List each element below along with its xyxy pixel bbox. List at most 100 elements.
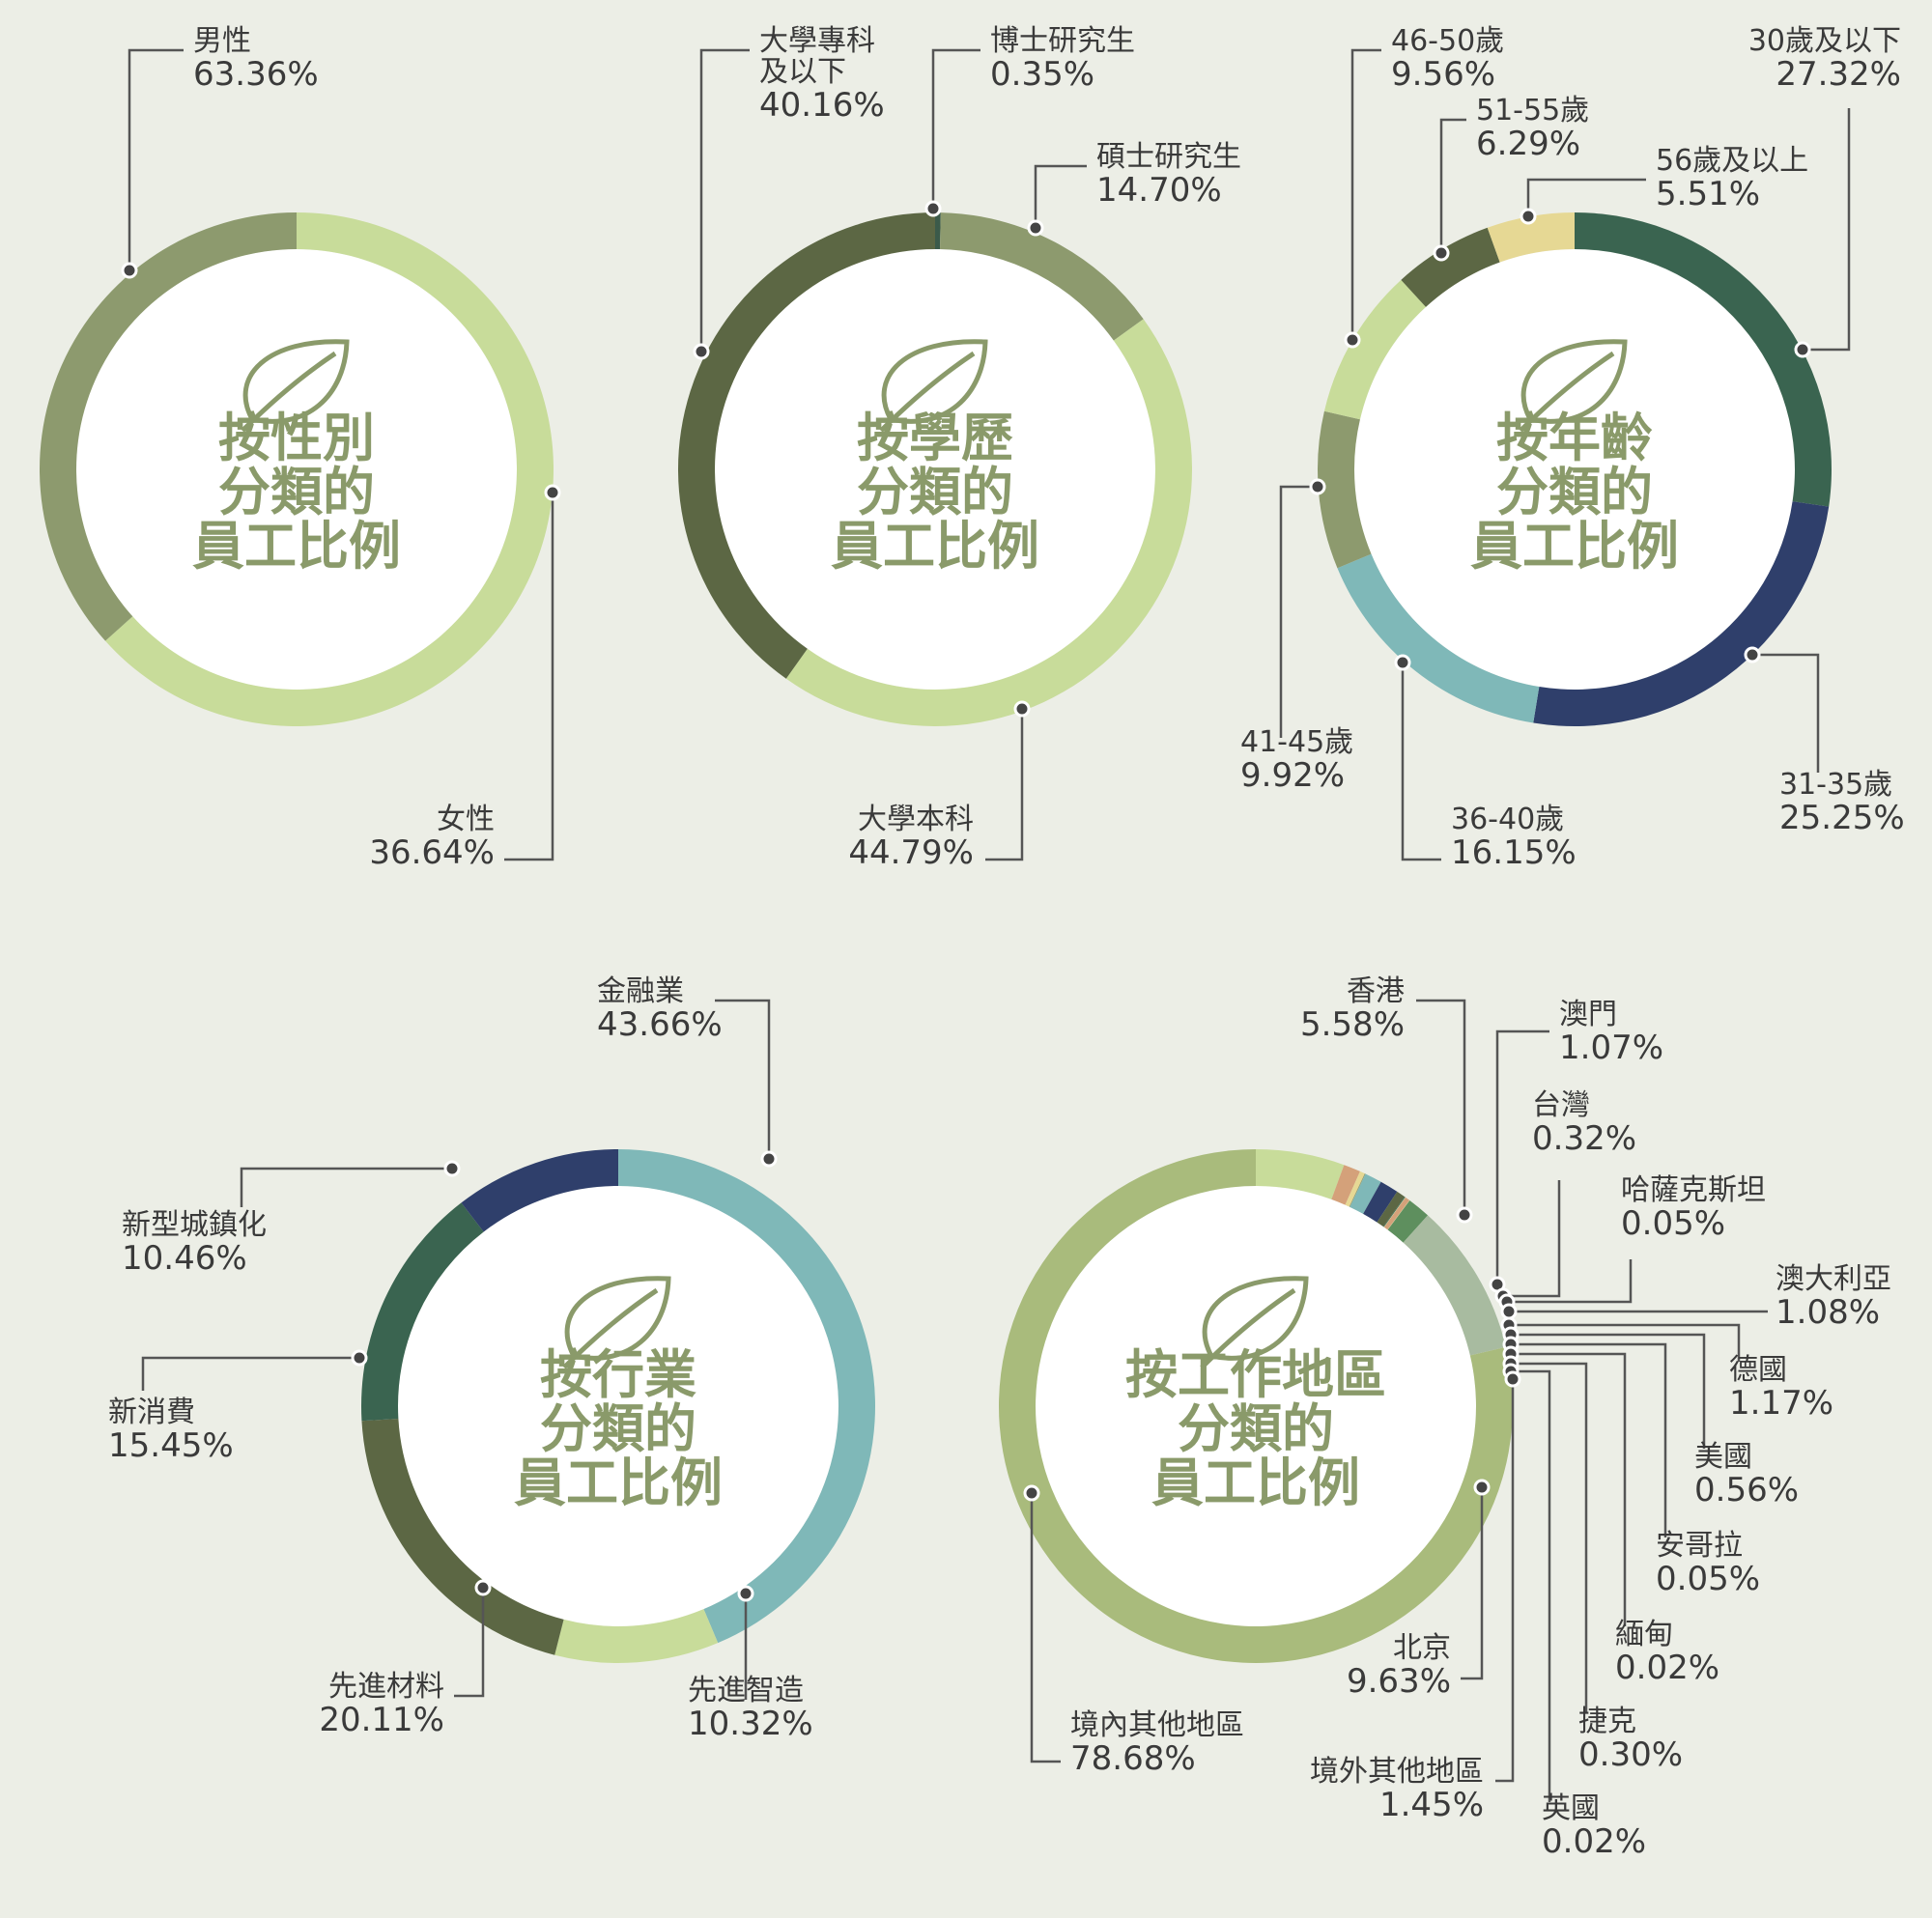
leader-dot — [351, 1349, 368, 1367]
chart-title-line: 分類的 — [857, 462, 1013, 522]
leader-dot — [1433, 244, 1450, 262]
leader-dot — [1744, 646, 1761, 663]
chart-title-line: 按年齡 — [1496, 408, 1653, 468]
slice-value-label: 1.17% — [1729, 1384, 1833, 1423]
slice-4-4 — [1350, 1173, 1381, 1214]
leader-dot — [693, 343, 710, 360]
slice-4-12 — [1403, 1215, 1506, 1356]
slice-value-label: 0.05% — [1656, 1560, 1760, 1598]
slice-label: 德國 — [1729, 1353, 1787, 1387]
slice-label: 境外其他地區 — [1310, 1755, 1484, 1789]
leader-dot — [1309, 478, 1326, 495]
donut-chart-2: 按年齡分類的員工比例30歲及以下27.32%31-35歲25.25%36-40歲… — [1240, 24, 1905, 872]
slice-value-label: 43.66% — [597, 1005, 723, 1044]
slice-4-6 — [1377, 1191, 1406, 1227]
slice-value-label: 15.45% — [108, 1426, 234, 1465]
slice-label: 大學本科 — [858, 803, 974, 836]
slice-3-2 — [361, 1419, 564, 1655]
leader-line — [1495, 1030, 1549, 1284]
slice-2-6 — [1487, 212, 1575, 263]
slice-value-label: 27.32% — [1776, 55, 1901, 94]
slice-4-11 — [1387, 1200, 1429, 1243]
slice-value-label: 0.02% — [1542, 1822, 1646, 1861]
slice-2-5 — [1401, 227, 1500, 307]
leader-dot — [1504, 1370, 1521, 1388]
slice-value-label: 44.79% — [848, 833, 974, 872]
leader-line — [1439, 118, 1466, 253]
leader-line — [1030, 1493, 1061, 1763]
leader-line — [141, 1356, 359, 1391]
leader-line — [1511, 1369, 1551, 1802]
slice-4-5 — [1363, 1181, 1398, 1223]
leader-line — [1752, 653, 1820, 773]
slice-label: 先進材料 — [328, 1670, 444, 1704]
slice-label: 31-35歲 — [1779, 768, 1892, 802]
leader-dot — [924, 200, 942, 217]
chart-title-line: 按工作地區 — [1125, 1344, 1386, 1405]
slice-label: 北京 — [1393, 1631, 1451, 1665]
leader-dot — [443, 1160, 461, 1177]
leader-line — [931, 48, 980, 209]
slice-value-label: 0.32% — [1532, 1119, 1636, 1158]
slice-value-label: 0.05% — [1621, 1204, 1725, 1243]
slice-label: 香港 — [1347, 974, 1405, 1008]
leader-line — [1511, 1342, 1667, 1537]
leader-dot — [121, 262, 138, 279]
leader-line — [128, 48, 184, 270]
slice-label: 41-45歲 — [1240, 725, 1353, 759]
leader-dot — [474, 1579, 492, 1596]
leaf-icon — [879, 339, 988, 433]
donut-chart-1: 按學歷分類的員工比例博士研究生0.35%碩士研究生14.70%大學本科44.79… — [677, 24, 1241, 872]
leaf-icon — [562, 1276, 671, 1369]
chart-title-line: 分類的 — [540, 1398, 696, 1459]
slice-4-10 — [1387, 1199, 1410, 1230]
chart-title-line: 員工比例 — [1470, 516, 1679, 577]
slice-value-label: 9.92% — [1240, 756, 1345, 795]
leader-line — [1526, 178, 1646, 216]
donut-center — [1354, 249, 1795, 690]
leaf-icon — [1200, 1276, 1309, 1369]
donut-center — [76, 249, 517, 690]
leader-line — [715, 999, 771, 1159]
leader-line — [985, 709, 1024, 861]
slice-label: 及以下 — [759, 55, 846, 89]
chart-title-line: 分類的 — [218, 462, 375, 522]
leader-dot — [1023, 1484, 1040, 1502]
slice-label: 51-55歲 — [1476, 94, 1589, 127]
slice-label: 56歲及以上 — [1656, 144, 1808, 178]
leader-line — [1511, 1362, 1588, 1713]
chart-title-line: 員工比例 — [1151, 1453, 1360, 1513]
slice-2-3 — [1318, 410, 1372, 569]
leader-dot — [1500, 1303, 1518, 1320]
leader-dot — [1520, 208, 1537, 225]
slice-2-2 — [1337, 553, 1540, 723]
slice-label: 博士研究生 — [990, 24, 1135, 58]
slice-1-2 — [785, 319, 1193, 727]
slice-value-label: 16.15% — [1451, 833, 1577, 872]
leader-dot — [760, 1150, 778, 1168]
chart-title-line: 員工比例 — [192, 516, 401, 577]
leader-dot — [1473, 1479, 1491, 1496]
slice-4-2 — [1345, 1171, 1365, 1207]
chart-title-line: 員工比例 — [514, 1453, 723, 1513]
slice-value-label: 36.64% — [369, 833, 495, 872]
slice-label: 先進智造 — [688, 1674, 804, 1707]
donut-chart-4: 按工作地區分類的員工比例香港5.58%澳門1.07%台灣0.32%哈薩克斯坦0.… — [999, 974, 1891, 1861]
leaf-icon — [241, 339, 350, 433]
leader-line — [1803, 108, 1851, 352]
slice-1-1 — [940, 212, 1144, 341]
slice-label: 碩士研究生 — [1096, 140, 1241, 174]
donut-chart-3: 按行業分類的員工比例金融業43.66%先進智造10.32%先進材料20.11%新… — [108, 974, 875, 1743]
leader-dot — [1027, 219, 1044, 237]
slice-value-label: 78.68% — [1070, 1739, 1196, 1778]
slice-value-label: 14.70% — [1096, 171, 1222, 210]
slice-value-label: 63.36% — [193, 55, 319, 94]
slice-label: 境內其他地區 — [1070, 1708, 1244, 1742]
slice-label: 英國 — [1542, 1791, 1600, 1825]
slice-value-label: 25.25% — [1779, 799, 1905, 837]
slice-3-1 — [554, 1609, 719, 1663]
leaf-icon — [1519, 339, 1628, 433]
leader-dot — [544, 484, 561, 501]
leader-dot — [1794, 341, 1811, 358]
